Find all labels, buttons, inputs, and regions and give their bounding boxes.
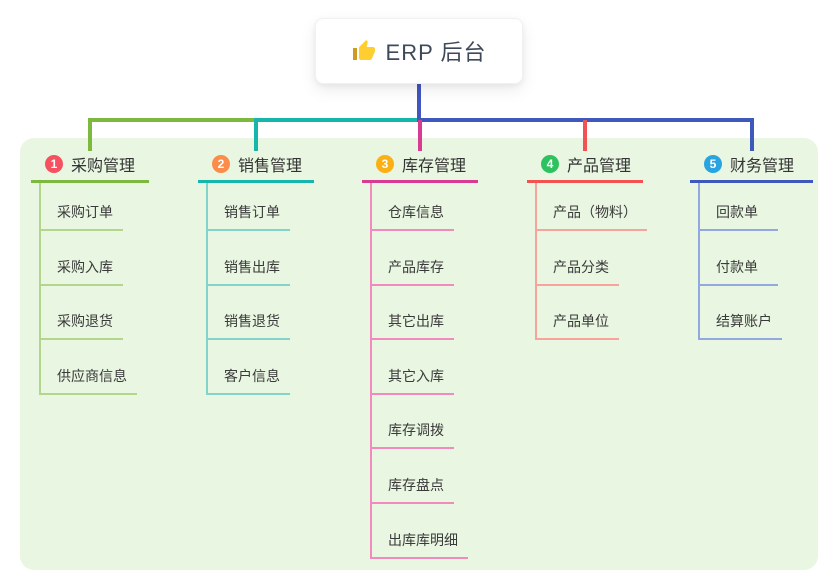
branch-number-badge: 3 [376, 155, 394, 173]
branch-drop-line-4 [583, 120, 587, 151]
branch-node-2[interactable]: 2 销售管理 [198, 148, 314, 183]
branch-column-2: 2 销售管理销售订单销售出库销售退货客户信息 [198, 148, 314, 395]
branch-children: 产品（物料）产品分类产品单位 [527, 183, 647, 341]
branch-connector-line [206, 183, 208, 395]
child-node[interactable]: 采购订单 [39, 183, 123, 231]
branch-children: 采购订单采购入库采购退货供应商信息 [31, 183, 149, 395]
branch-children: 仓库信息产品库存其它出库其它入库库存调拨库存盘点出库库明细 [362, 183, 478, 559]
branch-number-badge: 1 [45, 155, 63, 173]
child-node[interactable]: 产品分类 [535, 231, 619, 286]
branch-node-4[interactable]: 4 产品管理 [527, 148, 643, 183]
branch-number-badge: 4 [541, 155, 559, 173]
branch-column-4: 4 产品管理产品（物料）产品分类产品单位 [527, 148, 647, 341]
branch-node-1[interactable]: 1 采购管理 [31, 148, 149, 183]
branch-drop-line-5 [750, 120, 754, 151]
branch-label: 产品管理 [567, 158, 632, 175]
branch-drop-line-1 [88, 120, 92, 151]
branch-node-3[interactable]: 3 库存管理 [362, 148, 478, 183]
child-node[interactable]: 采购退货 [39, 286, 123, 341]
branch-column-3: 3 库存管理仓库信息产品库存其它出库其它入库库存调拨库存盘点出库库明细 [362, 148, 478, 559]
branch-label: 采购管理 [71, 158, 136, 175]
child-node[interactable]: 仓库信息 [370, 183, 454, 231]
child-node[interactable]: 销售订单 [206, 183, 290, 231]
branch-connector-line [39, 183, 41, 395]
root-node-label: ERP 后台 [385, 40, 487, 65]
branch-label: 库存管理 [402, 158, 467, 175]
root-node[interactable]: ERP 后台 [315, 18, 523, 84]
thumbs-up-icon [352, 39, 376, 63]
child-node[interactable]: 销售退货 [206, 286, 290, 341]
child-node[interactable]: 产品（物料） [535, 183, 647, 231]
child-node[interactable]: 库存盘点 [370, 449, 454, 504]
branch-number-badge: 2 [212, 155, 230, 173]
branch-drop-line-2 [254, 120, 258, 151]
branch-label: 销售管理 [238, 158, 303, 175]
branch-children: 回款单付款单结算账户 [690, 183, 813, 341]
branch-children: 销售订单销售出库销售退货客户信息 [198, 183, 314, 395]
child-node[interactable]: 产品单位 [535, 286, 619, 341]
branch-connector-line [698, 183, 700, 341]
branch-node-5[interactable]: 5 财务管理 [690, 148, 813, 183]
connector-segment-1 [88, 118, 256, 122]
child-node[interactable]: 其它入库 [370, 340, 454, 395]
child-node[interactable]: 其它出库 [370, 286, 454, 341]
connector-segment-2 [254, 118, 421, 122]
child-node[interactable]: 库存调拨 [370, 395, 454, 450]
branch-connector-line [535, 183, 537, 341]
child-node[interactable]: 客户信息 [206, 340, 290, 395]
child-node[interactable]: 采购入库 [39, 231, 123, 286]
branch-connector-line [370, 183, 372, 559]
child-node[interactable]: 销售出库 [206, 231, 290, 286]
child-node[interactable]: 结算账户 [698, 286, 782, 341]
branch-drop-line-3 [418, 120, 422, 151]
branch-label: 财务管理 [730, 158, 795, 175]
child-node[interactable]: 回款单 [698, 183, 778, 231]
branch-column-5: 5 财务管理回款单付款单结算账户 [690, 148, 813, 341]
root-stem-line [417, 84, 421, 120]
child-node[interactable]: 供应商信息 [39, 340, 137, 395]
child-node[interactable]: 付款单 [698, 231, 778, 286]
branch-number-badge: 5 [704, 155, 722, 173]
mindmap-panel [20, 138, 818, 570]
child-node[interactable]: 出库库明细 [370, 504, 468, 559]
child-node[interactable]: 产品库存 [370, 231, 454, 286]
branch-column-1: 1 采购管理采购订单采购入库采购退货供应商信息 [31, 148, 149, 395]
